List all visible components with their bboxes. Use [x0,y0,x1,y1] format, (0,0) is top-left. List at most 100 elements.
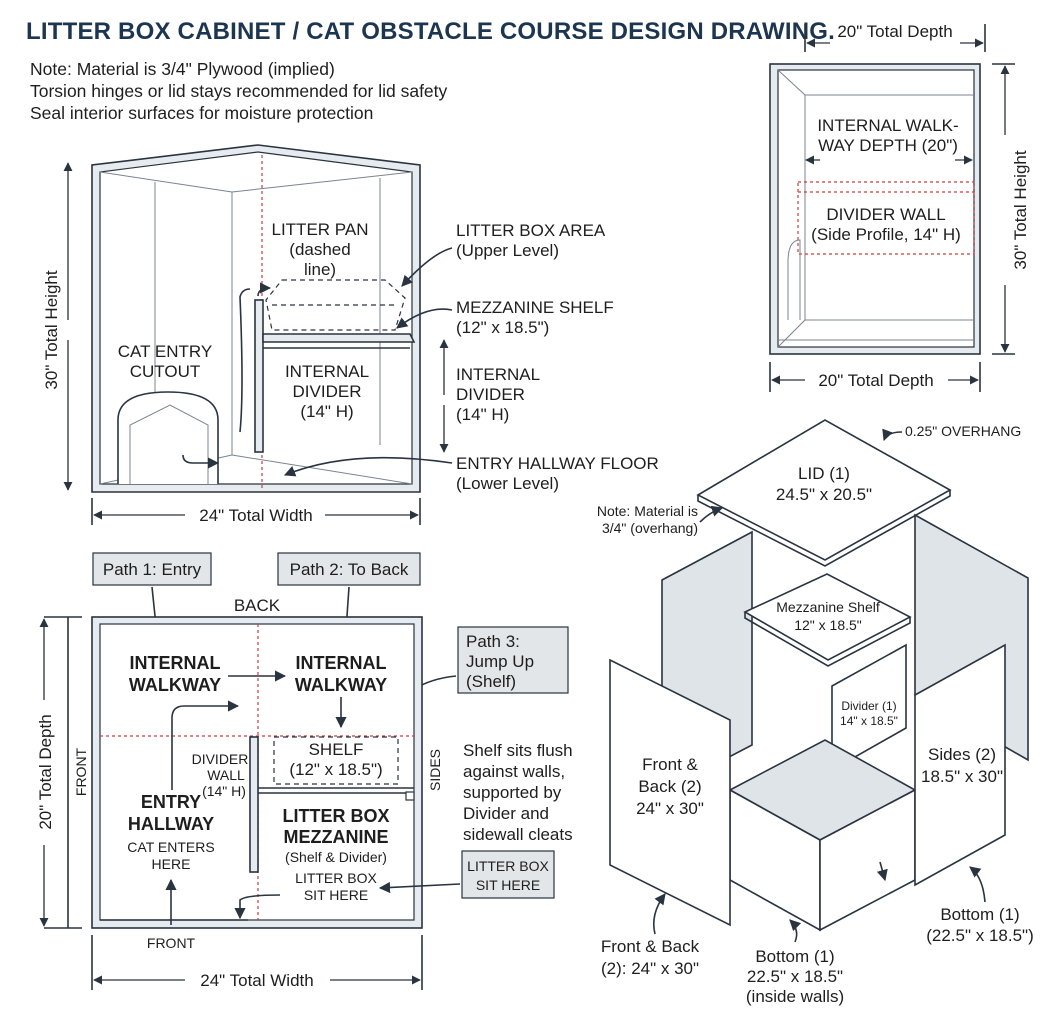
material-notes: Note: Material is 3/4" Plywood (implied)… [30,58,447,124]
note-line: Torsion hinges or lid stays recommended … [30,81,448,101]
shelf-note: supported by [463,783,562,802]
divider-panel-label: Divider (1) [841,699,896,713]
material-note: Note: Material is [597,503,698,519]
callout-mezzanine: (12" x 18.5") [456,318,549,337]
mezzanine-panel-label: 12" x 18.5" [794,617,862,633]
internal-divider-label: (14" H) [300,402,353,421]
note-line: Seal interior surfaces for moisture prot… [30,103,374,123]
plan-divider-label: DIVIDER [192,751,249,767]
side-divider-label: DIVIDER WALL [826,205,945,224]
plan-sides-label: SIDES [427,749,443,791]
callout-front-back: (2): 24" x 30" [601,959,699,978]
path3-tag [457,626,569,694]
walkway-depth-label: WAY DEPTH (20") [818,136,958,155]
side-depth-bottom: 20" Total Depth [818,371,933,390]
width-dimension: 24" Total Width [199,506,312,525]
entry-hallway-label: CAT ENTERS [127,839,214,855]
walkway-depth-label: INTERNAL WALK- [817,116,958,135]
callout-front-back: Front & Back [601,937,700,956]
lid-label: 24.5" x 20.5" [776,485,872,504]
walkway-b-label: INTERNAL [296,653,387,673]
side-view: 20" Total Depth INTERNAL WALK- WAY DEPTH… [769,22,1030,392]
front-back-panel-label: Back (2) [638,777,701,796]
entry-hallway-label: ENTRY [141,792,201,812]
litter-pan-label: LITTER PAN [272,220,369,239]
litter-pan-label: (dashed [289,240,350,259]
path2-tag [277,552,421,586]
internal-divider-label: DIVIDER [293,382,362,401]
plan-shelf-outline [273,736,399,785]
internal-divider-label: INTERNAL [285,362,369,381]
litter-pan [265,279,406,331]
plan-front-bottom-label: FRONT [147,935,196,951]
path1-label: Path 1: Entry [103,560,202,579]
callout-bottom-right: (22.5" x 18.5") [926,926,1034,945]
callout-bottom-right: Bottom (1) [940,905,1019,924]
path3-label: Jump Up [466,652,534,671]
side-panel [914,643,1006,887]
callout-floor: ENTRY HALLWAY FLOOR [456,454,659,473]
front-back-panel-label: 24" x 30" [636,799,704,818]
shelf-note: sidewall cleats [463,825,573,844]
path1-tag [92,552,212,586]
side-depth-top: 20" Total Depth [837,22,952,41]
callout-litter-area: LITTER BOX AREA [456,221,606,240]
exploded-view: 0.25" OVERHANG LID (1) 24.5" x 20.5" Not… [597,419,1034,1006]
plan-width-dimension: 24" Total Width [200,971,313,990]
mezzanine-label: SIT HERE [304,887,368,903]
plan-divider-label: WALL [207,767,245,783]
shelf-note: Divider and [463,804,549,823]
path3-label: Path 3: [466,632,520,651]
litter-pan-label: line) [304,260,336,279]
side-divider-wall [797,181,975,255]
sides-panel-label: Sides (2) [928,745,996,764]
plan-front-side-label: FRONT [73,747,89,796]
litter-box-tag-label: LITTER BOX [467,858,549,874]
page-title: LITTER BOX CABINET / CAT OBSTACLE COURSE… [26,18,835,45]
plan-divider-wall [249,736,259,873]
callout-divider: DIVIDER [456,385,525,404]
sides-panel-label: 18.5" x 30" [921,767,1003,786]
note-line: Note: Material is 3/4" Plywood (implied) [30,59,335,79]
cat-entry-label: CAT ENTRY [118,342,212,361]
cat-entry-label: CUTOUT [130,362,201,381]
mezzanine-label: (Shelf & Divider) [285,849,387,865]
callout-floor: (Lower Level) [456,474,559,493]
mezzanine-label: LITTER BOX [283,806,390,826]
plan-divider-label: (14" H) [202,783,246,799]
height-dimension: 30" Total Height [42,270,61,389]
overhang-label: 0.25" OVERHANG [905,423,1021,439]
material-note: 3/4" (overhang) [602,520,698,536]
shelf-note: against walls, [463,762,565,781]
cat-entry-cutout [117,391,219,484]
mezzanine-panel-label: Mezzanine Shelf [776,599,880,615]
plan-depth-dimension: 20" Total Depth [36,714,55,829]
plan-shelf-label: SHELF [309,740,364,759]
front-back-panel-label: Front & [642,755,698,774]
callout-litter-area: (Upper Level) [456,241,559,260]
front-view: CAT ENTRY CUTOUT LITTER PAN (dashed line… [42,144,659,525]
front-panel [609,658,731,927]
divider-panel [831,643,907,772]
callout-divider: (14" H) [456,405,509,424]
path2-label: Path 2: To Back [290,560,409,579]
callout-bottom: (inside walls) [746,987,844,1006]
plan-shelf-label: (12" x 18.5") [289,760,382,779]
mezzanine-shelf [262,333,416,343]
walkway-b-label: WALKWAY [295,675,387,695]
internal-divider [254,299,264,453]
mezzanine-label: MEZZANINE [284,827,389,847]
walkway-a-label: WALKWAY [129,675,221,695]
plan-view: Path 1: Entry Path 2: To Back Path 3: Ju… [36,552,573,990]
mezzanine-label: LITTER BOX [295,870,377,886]
litter-box-tag [461,850,555,899]
callout-bottom: 22.5" x 18.5" [747,967,843,986]
side-divider-label: (Side Profile, 14" H) [811,225,961,244]
shelf-note: Shelf sits flush [463,741,573,760]
callout-bottom: Bottom (1) [755,947,834,966]
lid-label: LID (1) [798,464,850,483]
callout-mezzanine: MEZZANINE SHELF [456,298,614,317]
callout-divider: INTERNAL [456,365,540,384]
litter-box-tag-label: SIT HERE [476,877,540,893]
